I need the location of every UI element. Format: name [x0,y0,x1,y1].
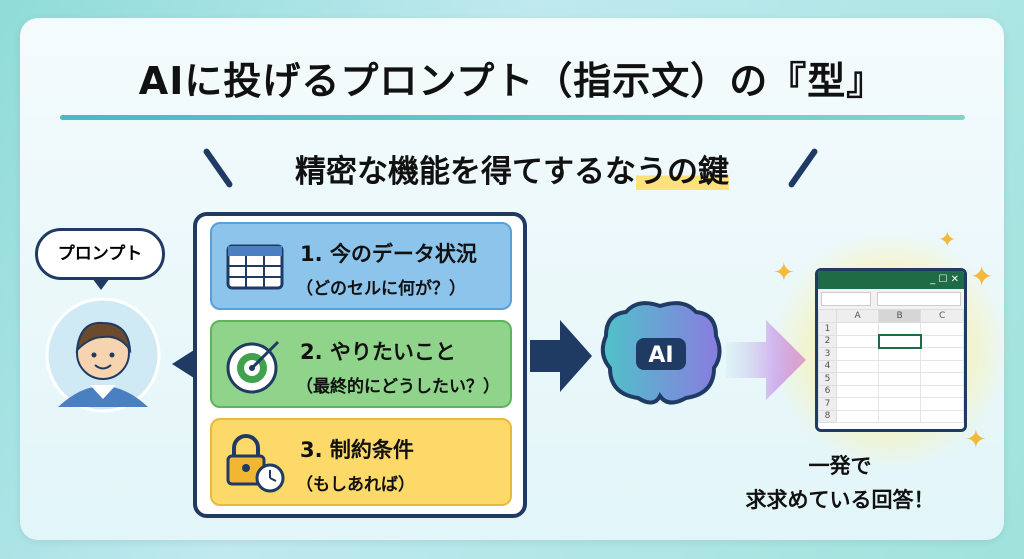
page-title: AIに投げるプロンプト（指示文）の『型』 [138,59,886,103]
cell[interactable] [878,322,922,336]
item-title: 2. やりたいこと [300,340,456,364]
row-header[interactable]: 5 [818,372,837,386]
cell[interactable] [920,384,964,398]
column-header[interactable]: A [835,309,880,323]
subtitle-main: 精密な機能を得てするな [295,154,636,190]
sparkle-icon: ✦ [773,258,795,288]
title-underline [60,115,965,120]
cell[interactable] [878,347,922,361]
row-header[interactable]: 2 [818,334,837,348]
cell[interactable] [920,397,964,411]
sparkle-icon: ✦ [965,425,987,455]
cell[interactable] [920,334,964,348]
sparkle-icon: ✦ [970,260,994,293]
formula-bar [818,289,964,309]
cell[interactable] [835,372,880,386]
cell[interactable] [835,347,880,361]
column-header[interactable]: C [920,309,964,323]
cell[interactable] [835,397,880,411]
sparkle-icon: ✦ [938,228,957,253]
panel-pointer [172,350,194,378]
cell[interactable] [835,322,880,336]
cell[interactable] [878,359,922,373]
item-data-status: 1. 今のデータ状況 （どのセルに何が？） [210,222,512,310]
cell[interactable] [835,334,880,348]
prompt-bubble: プロンプト [35,228,165,280]
item-title: 1. 今のデータ状況 [300,242,477,266]
cell[interactable] [878,372,922,386]
column-header[interactable]: B [878,309,922,323]
subtitle-highlight: うの鍵 [636,154,729,190]
cell[interactable] [835,359,880,373]
item-constraints: 3. 制約条件 （もしあれば） [210,418,512,506]
user-avatar-icon [45,297,161,413]
row-header[interactable]: 3 [818,347,837,361]
cell[interactable] [920,359,964,373]
cell[interactable] [920,409,964,423]
result-line1: 一発で [808,454,872,478]
row-header[interactable]: 7 [818,397,837,411]
subtitle: 精密な機能を得てするなうの鍵 [0,146,1024,191]
lock-timer-icon [226,434,285,493]
row-header[interactable]: 8 [818,409,837,423]
cell[interactable] [920,347,964,361]
cell[interactable] [920,372,964,386]
item-title: 3. 制約条件 [300,438,414,462]
row-header[interactable]: 6 [818,384,837,398]
cell[interactable] [920,322,964,336]
cell[interactable] [877,334,922,349]
formula-input[interactable] [877,292,961,306]
cell[interactable] [878,397,922,411]
cell[interactable] [878,409,922,423]
item-detail: （最終的にどうしたい？） [296,377,500,397]
target-icon [226,340,280,394]
name-box[interactable] [821,292,871,306]
ai-brain-icon: AI [600,301,722,405]
cell[interactable] [835,384,880,398]
ai-label: AI [648,343,673,368]
cell[interactable] [878,384,922,398]
row-header[interactable]: 1 [818,322,837,336]
result-line2: 求求めている回答！ [745,488,935,512]
window-controls: _ ☐ ✕ [818,271,964,289]
item-detail: （どのセルに何が？） [296,279,466,299]
arrow-right-icon [530,320,592,392]
table-icon [226,244,284,290]
cell[interactable] [835,409,880,423]
corner-cell[interactable] [818,309,837,323]
row-header[interactable]: 4 [818,359,837,373]
bubble-tail [92,278,110,290]
item-detail: （もしあれば） [296,475,415,495]
item-goal: 2. やりたいこと （最終的にどうしたい？） [210,320,512,408]
